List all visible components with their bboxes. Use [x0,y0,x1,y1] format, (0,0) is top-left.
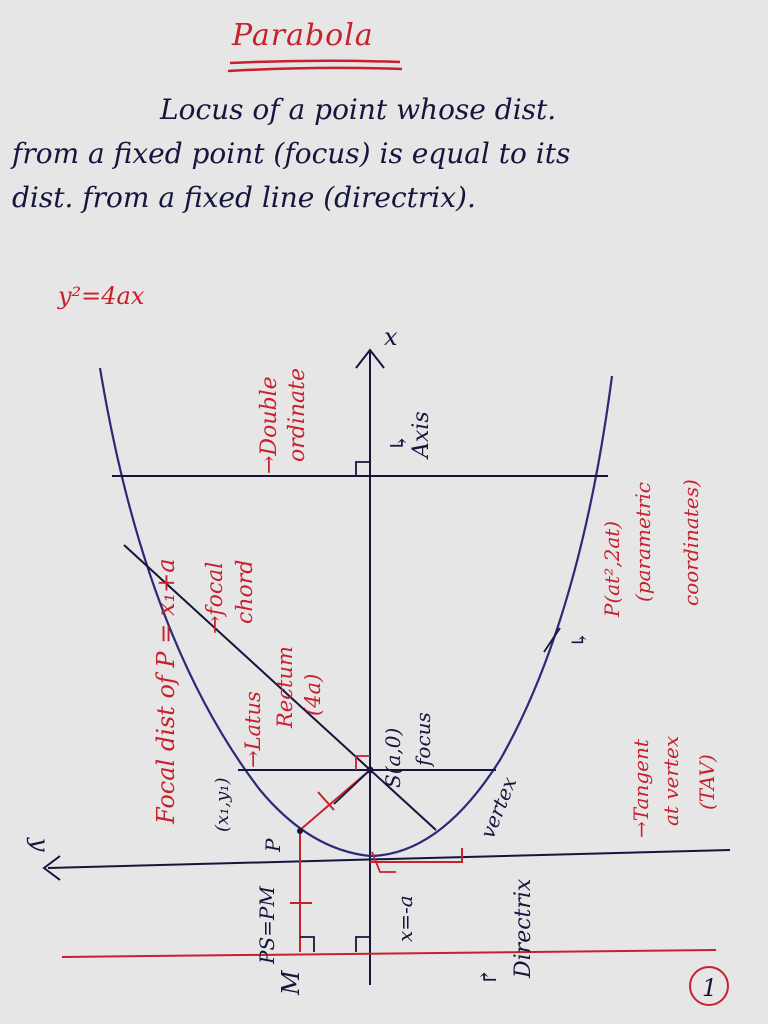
focal-chord-label-1: →focal [203,562,228,634]
directrix-line [61,949,717,958]
s-to-vertex-line [333,769,371,805]
x-eq-pointer [371,851,396,873]
double-ordinate-label-2: ordinate [285,368,310,462]
axis-arrow: ↳ [387,434,412,452]
point-p-label: P [261,838,285,853]
right-angle-mark-top [355,461,370,476]
right-angle-mark-directrix [355,936,370,952]
m-label: M [277,969,305,996]
x-eq-label: x=-a [393,895,417,942]
point-p [297,828,303,834]
page-number: 1 [702,974,717,1002]
x-axis-arrow [355,348,385,369]
parametric-label-2: (parametric [631,482,655,602]
y-axis-label: y [26,837,54,852]
page-title: Parabola [232,18,374,53]
definition-line-3: dist. from a fixed line (directrix). [12,181,476,214]
latus-rectum-label-2: Rectum [273,646,297,729]
parametric-label-1: P(at²,2at) [600,521,624,618]
page-number-circle [689,966,729,1006]
parametric-tick [543,627,561,653]
definition-text: Locus of a point whose dist. from a fixe… [12,88,752,220]
right-angle-mark-m [300,936,315,952]
focus-label-1: S(a,0) [381,728,405,788]
x-axis-label: x [384,323,398,351]
focus-label-2: focus [411,712,435,768]
point-coordinates-label: (x₁,y₁) [212,777,233,832]
right-angle-mark-focus [355,755,370,770]
vertex-label: vertex [475,773,521,841]
tangent-label-3: (TAV) [695,754,719,810]
directrix-arrow: ↱ [477,968,502,986]
focal-chord-line [123,544,437,831]
tangent-label-1: →Tangent [629,738,653,838]
tangent-at-vertex-line [47,849,731,869]
double-ordinate-label-1: →Double [257,376,282,474]
parametric-arrow: ↳ [567,631,591,648]
directrix-label: Directrix [511,878,536,979]
focal-distance-label: Focal dist of P = x₁+a [152,558,180,825]
axis-label: Axis [409,411,434,460]
parabola-equation: y²=4ax [58,282,145,310]
ps-pm-label: PS=PM [255,886,279,965]
vertex-pointer [370,848,463,863]
latus-rectum-label-3: (4a) [301,674,325,716]
parabola-curve [98,367,614,858]
title-underline [227,59,403,73]
parametric-label-3: coordinates) [679,479,703,606]
focal-chord-label-2: chord [233,560,258,624]
y-axis-arrow [42,855,61,881]
latus-rectum-label-1: →Latus [241,691,265,768]
tangent-label-2: at vertex [659,736,683,826]
equal-dist-tick-2 [317,791,335,811]
definition-line-1: Locus of a point whose dist. [160,93,557,126]
definition-line-2: from a fixed point (focus) is equal to i… [12,137,571,170]
